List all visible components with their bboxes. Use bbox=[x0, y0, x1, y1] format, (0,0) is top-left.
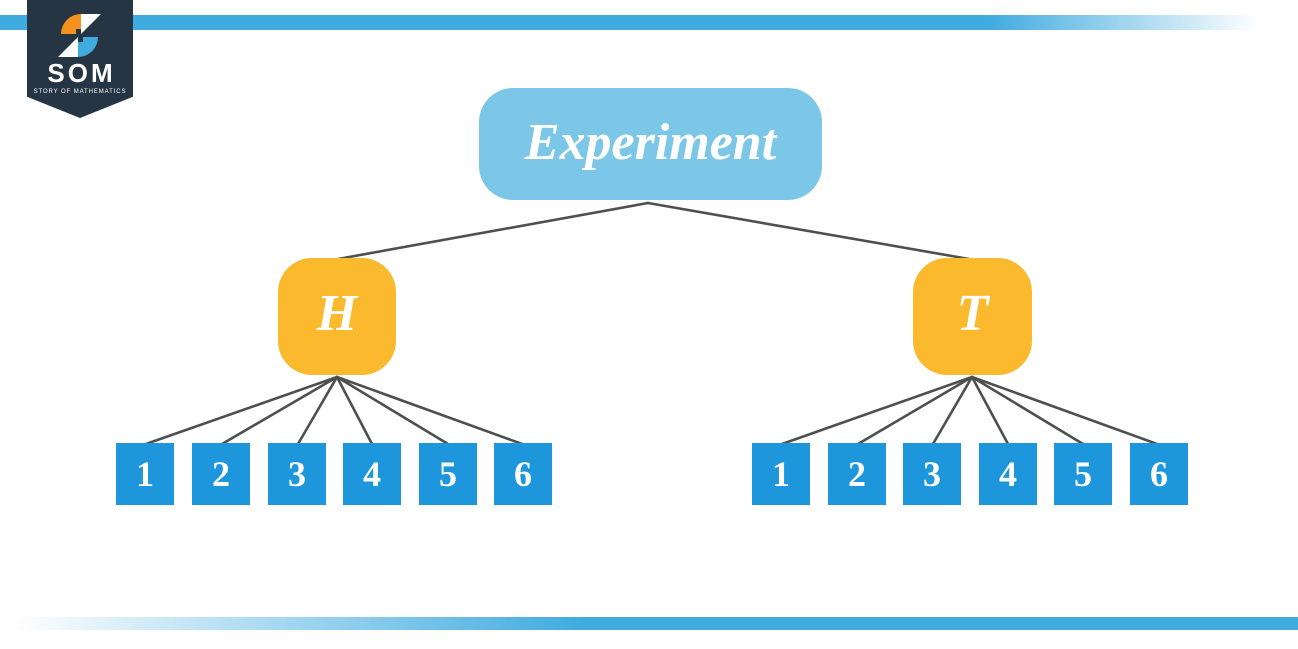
som-pinwheel-icon bbox=[58, 14, 101, 57]
outcome-box-h3: 3 bbox=[268, 443, 326, 505]
outcome-box-h1: 1 bbox=[116, 443, 174, 505]
outcome-box-t4: 4 bbox=[979, 443, 1037, 505]
som-logo: SOM STORY OF MATHEMATICS bbox=[27, 0, 133, 118]
logo-brand-text: SOM bbox=[47, 58, 116, 88]
outcome-box-t6: 6 bbox=[1130, 443, 1188, 505]
bottom-accent-stripe bbox=[0, 617, 1298, 630]
outcome-box-h4: 4 bbox=[343, 443, 401, 505]
outcome-box-t2: 2 bbox=[828, 443, 886, 505]
outcome-box-t3: 3 bbox=[903, 443, 961, 505]
top-accent-stripe bbox=[0, 15, 1298, 30]
root-node-experiment: Experiment bbox=[479, 88, 822, 200]
outcome-box-t1: 1 bbox=[752, 443, 810, 505]
outcome-box-h6: 6 bbox=[494, 443, 552, 505]
logo-tagline: STORY OF MATHEMATICS bbox=[33, 89, 127, 95]
outcome-box-h5: 5 bbox=[419, 443, 477, 505]
outcome-box-t5: 5 bbox=[1054, 443, 1112, 505]
outcome-box-h2: 2 bbox=[192, 443, 250, 505]
branch-node-tails: T bbox=[913, 258, 1032, 375]
branch-node-heads: H bbox=[278, 258, 396, 375]
